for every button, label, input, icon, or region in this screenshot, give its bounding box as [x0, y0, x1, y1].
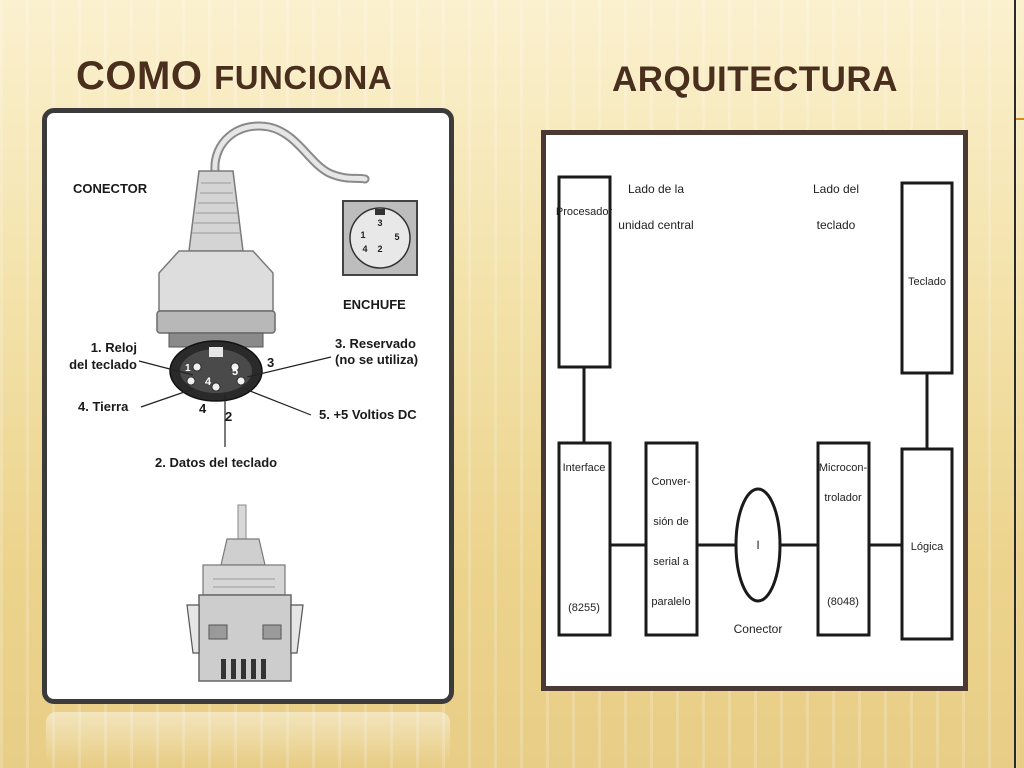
plug-pins — [186, 362, 246, 392]
num-3: 3 — [267, 355, 274, 370]
strain-relief-ribs — [192, 182, 241, 234]
svg-text:5: 5 — [394, 232, 399, 242]
label-pin1-line1: 1. Reloj — [91, 340, 137, 355]
label-connector: Conector — [734, 622, 783, 636]
face-num-1: 1 — [185, 363, 191, 374]
label-conversion-2: sión de — [653, 516, 688, 528]
label-side-keyboard-2: teclado — [817, 218, 856, 232]
label-micro-1: Microcon- — [819, 462, 868, 474]
label-enchufe: ENCHUFE — [343, 297, 406, 312]
connector-figure: 1 5 4 CONECTOR 1. Reloj del teclado 4. T… — [69, 121, 418, 682]
face-num-5: 5 — [232, 366, 238, 378]
svg-text:1: 1 — [360, 230, 365, 240]
architecture-diagram-panel: Lado de la unidad central Lado del tecla… — [541, 130, 968, 691]
plug-key-notch — [209, 347, 223, 357]
plug-body — [158, 250, 274, 312]
label-interface-1: Interface — [563, 462, 606, 474]
heading-como: COMO — [76, 54, 203, 98]
socket-pin-numbers: 3 1 2 4 5 — [360, 218, 399, 254]
block-interface — [557, 441, 612, 637]
lower-strain-relief — [220, 538, 266, 566]
slide-right-edge — [1014, 0, 1016, 768]
label-pin3-line1: 3. Reservado — [335, 336, 416, 351]
svg-text:2: 2 — [377, 244, 382, 254]
slide-edge-accent — [1016, 118, 1024, 120]
label-processor: Procesador — [556, 206, 613, 218]
label-conversion-4: paralelo — [651, 596, 690, 608]
label-connector-symbol: I — [756, 538, 759, 552]
face-num-4: 4 — [205, 376, 212, 388]
svg-text:3: 3 — [377, 218, 382, 228]
socket-face — [349, 207, 411, 269]
architecture-diagram: Lado de la unidad central Lado del tecla… — [556, 175, 954, 641]
num-4: 4 — [199, 401, 207, 416]
label-side-central-2: unidad central — [618, 218, 693, 232]
leader-pin4 — [140, 388, 194, 408]
lower-plug-contacts — [221, 659, 266, 679]
lower-plug-clip-left — [186, 604, 200, 654]
lower-cable — [237, 504, 247, 540]
heading-como-funciona: COMO FUNCIONA — [76, 54, 392, 99]
panel-reflection — [46, 712, 450, 764]
label-side-keyboard-1: Lado del — [813, 182, 859, 196]
svg-text:4: 4 — [362, 244, 367, 254]
cable-top-highlight — [212, 123, 368, 182]
label-side-central-1: Lado de la — [628, 182, 684, 196]
label-conector: CONECTOR — [73, 181, 148, 196]
label-interface-2: (8255) — [568, 602, 600, 614]
label-pin2: 2. Datos del teclado — [155, 455, 277, 470]
plug-collar — [156, 310, 276, 334]
heading-funciona: FUNCIONA — [214, 59, 393, 96]
num-2: 2 — [225, 409, 232, 424]
block-serial-parallel-conversion — [644, 441, 699, 637]
lower-plug-top — [202, 564, 286, 596]
connector-figure-panel: 1 5 4 CONECTOR 1. Reloj del teclado 4. T… — [42, 108, 454, 704]
label-micro-3: (8048) — [827, 596, 859, 608]
leader-pin3 — [246, 356, 332, 378]
label-pin3-line2: (no se utiliza) — [335, 352, 418, 367]
label-conversion-3: serial a — [653, 556, 689, 568]
label-pin5: 5. +5 Voltios DC — [319, 407, 417, 422]
lower-plug-ribs — [213, 578, 275, 588]
label-micro-2: trolador — [824, 492, 862, 504]
block-microcontroller — [816, 441, 871, 637]
label-pin4: 4. Tierra — [78, 399, 129, 414]
lower-plug-window-right — [262, 624, 282, 640]
label-logic: Lógica — [911, 541, 944, 553]
heading-arquitectura: ARQUITECTURA — [612, 60, 898, 99]
socket-key — [375, 209, 385, 215]
label-pin1-line2: del teclado — [69, 357, 137, 372]
leader-pin1 — [138, 360, 194, 376]
lower-plug-clip-right — [290, 604, 304, 654]
cable-top — [210, 121, 370, 184]
leader-pin5 — [244, 388, 312, 416]
label-conversion-1: Conver- — [651, 476, 690, 488]
plug-face-inner — [180, 349, 252, 393]
block-keyboard — [900, 181, 954, 375]
lower-plug-window-left — [208, 624, 228, 640]
label-keyboard: Teclado — [908, 276, 946, 288]
